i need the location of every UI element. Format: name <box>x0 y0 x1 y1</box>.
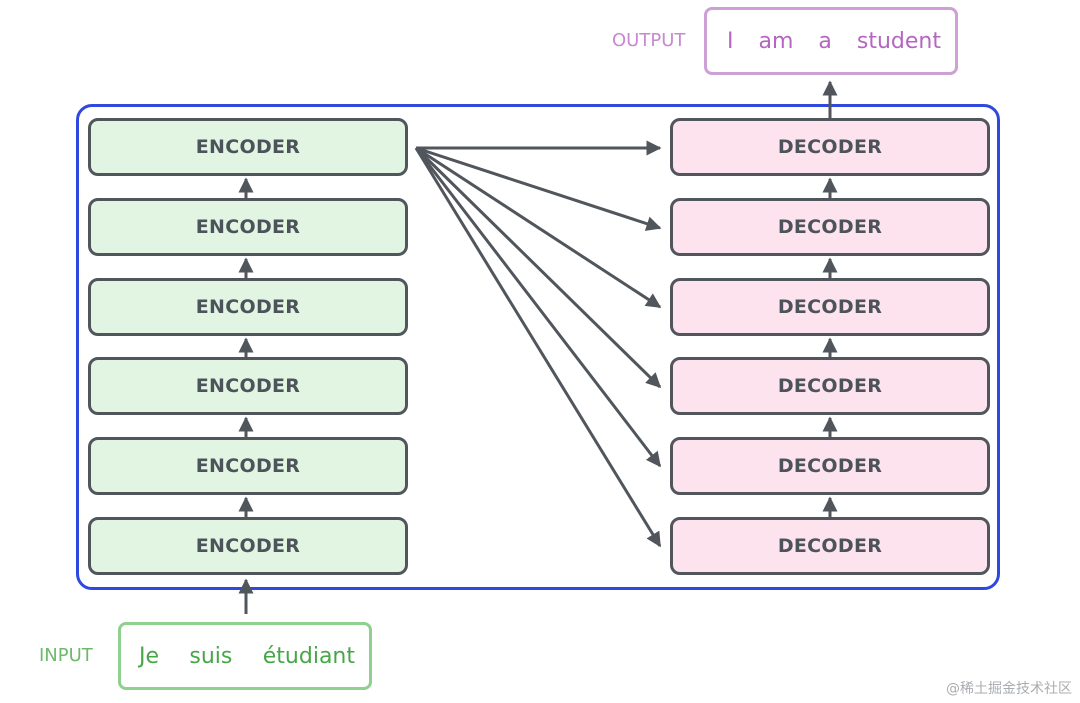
input-word: étudiant <box>262 643 355 669</box>
input-word: Je <box>139 643 160 669</box>
watermark: @稀土掘金技术社区 <box>946 681 1072 697</box>
encoder-to-decoder-arrow <box>415 146 662 231</box>
output-sentence-box: I am a student <box>704 7 958 75</box>
encoder-to-decoder-arrow <box>414 147 662 548</box>
encoder-decoder-stack-frame <box>76 104 1000 590</box>
decoder-block-1: DECODER <box>670 517 990 575</box>
encoder-block-6: ENCODER <box>88 118 408 176</box>
encoder-block-5: ENCODER <box>88 198 408 256</box>
encoder-to-decoder-arrow <box>414 146 662 389</box>
encoder-block-2: ENCODER <box>88 437 408 495</box>
decoder-block-2: DECODER <box>670 437 990 495</box>
encoder-block-3: ENCODER <box>88 357 408 415</box>
decoder-block-5: DECODER <box>670 198 990 256</box>
encoder-to-decoder-arrow <box>415 146 662 309</box>
output-word: a <box>818 28 832 54</box>
output-word: I <box>727 28 734 54</box>
encoder-block-4: ENCODER <box>88 278 408 336</box>
output-label: OUTPUT <box>612 30 686 51</box>
decoder-block-4: DECODER <box>670 278 990 336</box>
input-label: INPUT <box>39 645 93 666</box>
output-word: am <box>758 28 794 54</box>
decoder-block-6: DECODER <box>670 118 990 176</box>
input-word: suis <box>189 643 233 669</box>
encoder-to-decoder-arrow <box>414 147 662 468</box>
output-word: student <box>856 28 941 54</box>
encoder-block-1: ENCODER <box>88 517 408 575</box>
input-sentence-box: Je suis étudiant <box>118 622 372 690</box>
decoder-block-3: DECODER <box>670 357 990 415</box>
